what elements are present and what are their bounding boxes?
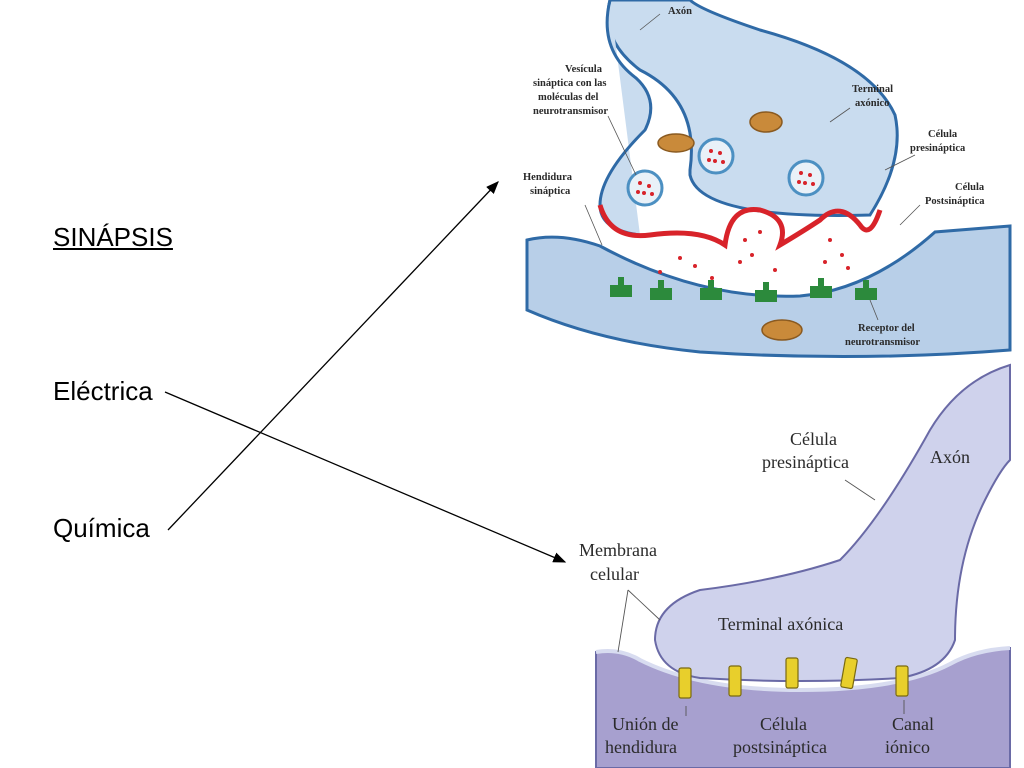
label-membrane: Membrana celular: [579, 540, 661, 584]
presynaptic-terminal-elec: [653, 363, 1011, 682]
label-presynaptic-elec: Célula presináptica: [762, 429, 849, 472]
item-chemical: Química: [53, 513, 150, 543]
presynaptic-terminal: [606, 0, 899, 217]
mitochondrion: [657, 133, 695, 153]
gap-junction-channel: [678, 667, 692, 699]
postsynaptic-cell: [525, 224, 1012, 359]
label-terminal-axonica: Terminal axónica: [718, 614, 843, 634]
receptor: [610, 277, 632, 297]
label-axon-chem: Axón: [668, 6, 692, 17]
vesicle: [697, 137, 735, 175]
label-vesicle: Vesícula sináptica con las moléculas del…: [533, 64, 609, 117]
gap-junction-channel: [785, 657, 799, 689]
gap-junction-channel: [840, 656, 858, 690]
active-zone: [597, 204, 883, 251]
gap-junction-channel: [728, 665, 742, 697]
label-postsynaptic-elec: Célula postsináptica: [733, 714, 827, 757]
mitochondrion: [761, 319, 803, 341]
label-axon-elec: Axón: [930, 447, 970, 467]
receptor: [755, 282, 777, 302]
label-terminal-axonico: Terminal axónico: [852, 84, 896, 109]
gap-junction-channel: [895, 665, 909, 697]
label-postsynaptic-chem: Célula Postsináptica: [925, 182, 987, 207]
label-receptor: Receptor del neurotransmisor: [845, 323, 920, 348]
mitochondrion: [749, 111, 783, 133]
receptor: [650, 280, 672, 300]
receptor: [810, 278, 832, 298]
receptor: [700, 280, 722, 300]
label-gap-junction: Unión de hendidura: [605, 714, 683, 757]
label-presynaptic-chem: Célula presináptica: [910, 129, 966, 154]
label-ion-channel: Canal iónico: [885, 714, 939, 757]
item-electrical: Eléctrica: [53, 376, 153, 406]
label-cleft: Hendidura sináptica: [523, 172, 575, 197]
vesicle: [787, 159, 825, 197]
slide-title: SINÁPSIS: [53, 222, 173, 252]
receptor: [855, 280, 877, 300]
vesicle: [626, 169, 664, 207]
